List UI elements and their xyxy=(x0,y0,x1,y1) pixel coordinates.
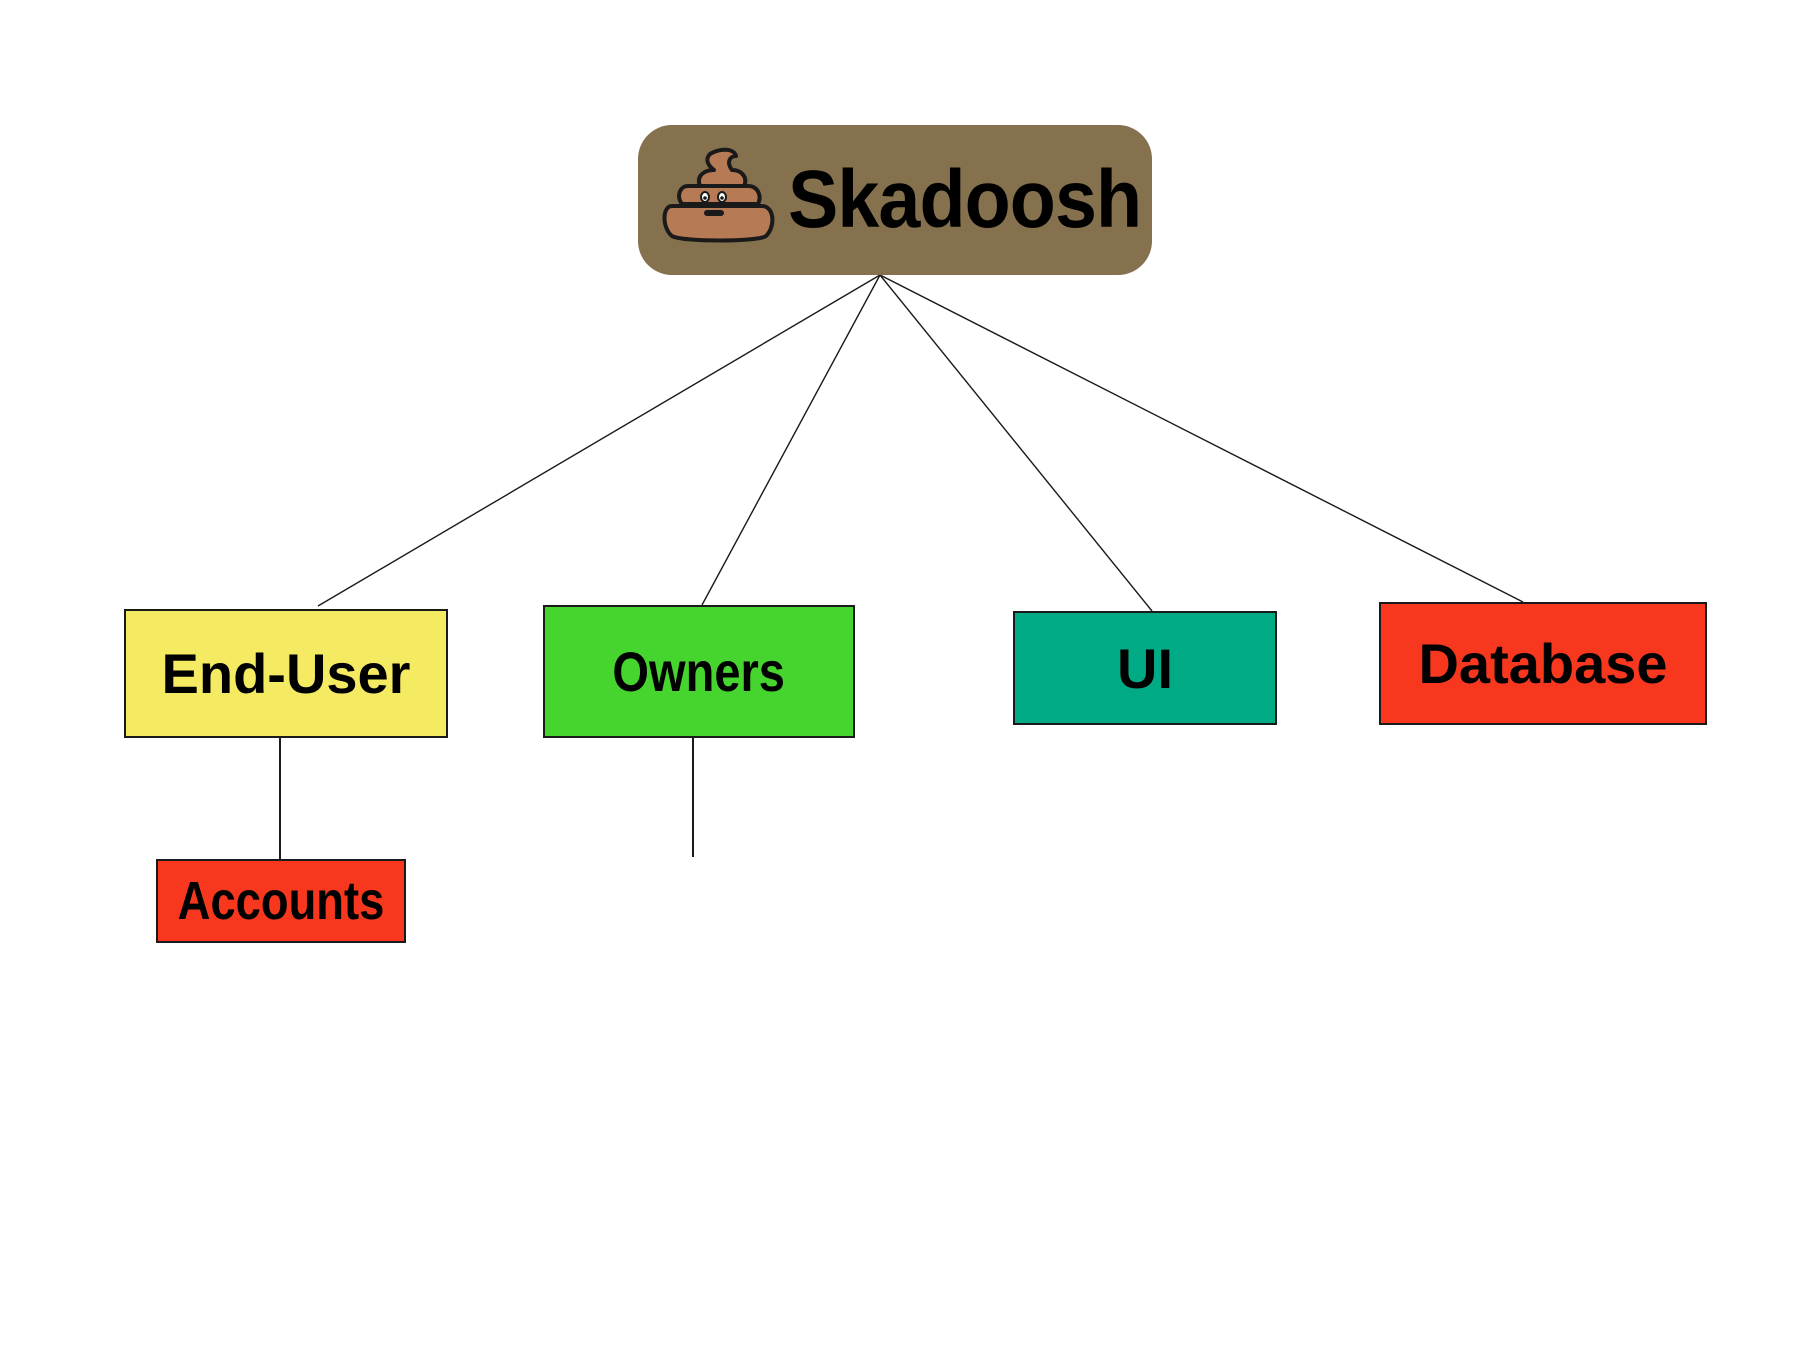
node-label-database: Database xyxy=(1418,632,1668,695)
node-label-accounts: Accounts xyxy=(177,871,385,931)
edge-root-end-user xyxy=(317,274,881,607)
root-node-skadoosh[interactable]: Skadoosh xyxy=(638,125,1152,275)
edge-root-ui xyxy=(879,274,1153,612)
node-label-ui: UI xyxy=(1117,636,1173,700)
node-end-user[interactable]: End-User xyxy=(124,609,448,738)
root-title: Skadoosh xyxy=(788,154,1142,245)
node-database[interactable]: Database xyxy=(1379,602,1707,725)
edge-root-database xyxy=(879,274,1524,603)
node-accounts[interactable]: Accounts xyxy=(156,859,406,943)
node-ui[interactable]: UI xyxy=(1013,611,1277,725)
node-label-end-user: End-User xyxy=(161,642,411,705)
edge-root-owners xyxy=(701,274,881,606)
node-label-owners: Owners xyxy=(612,640,786,703)
node-owners[interactable]: Owners xyxy=(543,605,855,738)
pile-of-poo-icon xyxy=(662,147,775,243)
